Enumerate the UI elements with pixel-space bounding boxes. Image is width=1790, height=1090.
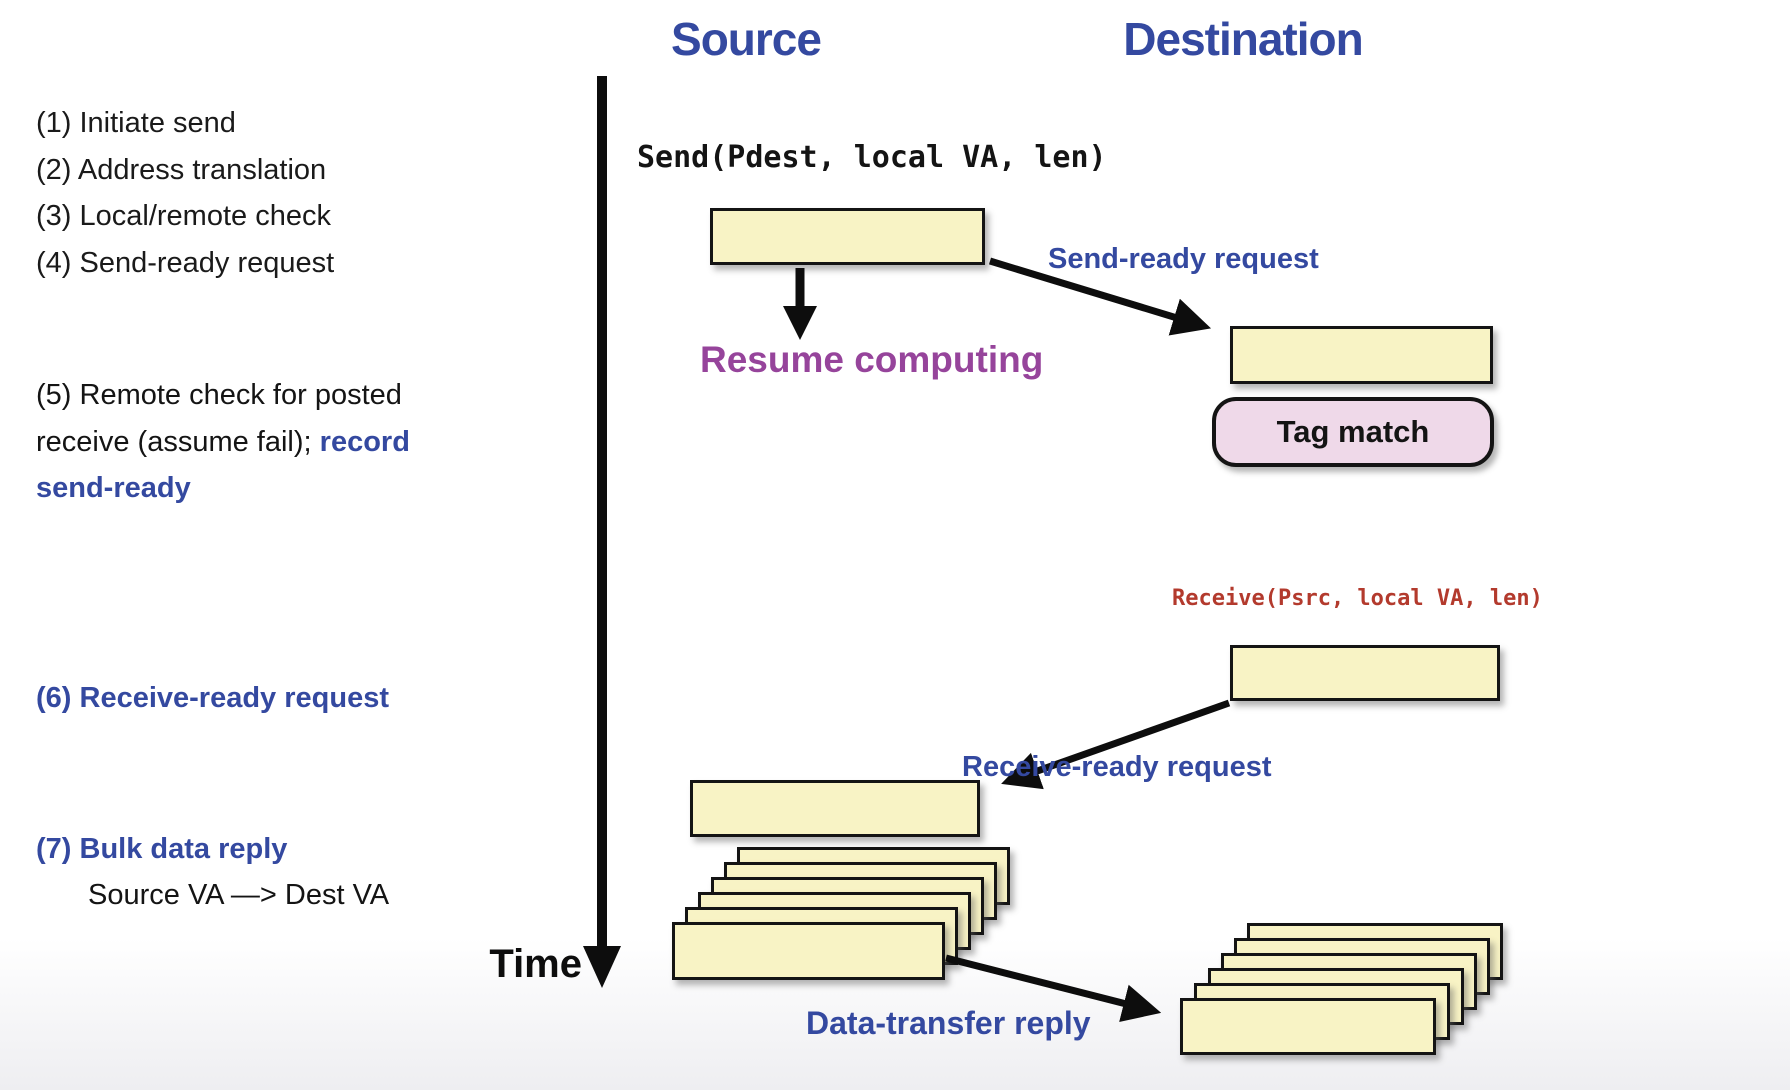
resume-computing-label: Resume computing: [700, 339, 1044, 380]
data-transfer-label: Data-transfer reply: [806, 1005, 1091, 1041]
protocol-step-list: (1) Initiate send (2) Address translatio…: [36, 100, 334, 286]
send-call-label: Send(Pdest, local VA, len): [637, 140, 1107, 175]
packet-box: [1180, 998, 1436, 1055]
destination-process-box-2: [1230, 645, 1500, 701]
resume-arrowhead-icon: [783, 306, 817, 340]
receive-ready-label: Receive-ready request: [962, 751, 1272, 783]
receive-ready-arrow: [1001, 699, 1231, 790]
step-7-detail: Source VA —> Dest VA: [88, 879, 390, 911]
destination-column-header: Destination: [1123, 13, 1363, 65]
step-item-1: (1) Initiate send: [36, 107, 236, 139]
step-5-note: (5) Remote check for posted receive (ass…: [36, 372, 488, 512]
source-column-header: Source: [671, 13, 822, 65]
destination-process-box-1: [1230, 326, 1493, 384]
source-process-box-2: [690, 780, 980, 837]
step-item-2: (2) Address translation: [36, 153, 327, 186]
step-6-note: (6) Receive-ready request: [36, 682, 389, 714]
tag-match-box: Tag match: [1212, 397, 1494, 467]
time-label: Time: [489, 942, 582, 986]
send-ready-arrow: [988, 257, 1212, 336]
send-ready-label: Send-ready request: [1048, 243, 1319, 275]
tag-match-label: Tag match: [1276, 414, 1430, 449]
receive-call-label: Receive(Psrc, local VA, len): [1172, 586, 1543, 611]
step-5-emphasis: record send-ready: [36, 425, 410, 505]
time-axis-arrowhead-icon: [583, 946, 621, 988]
packet-box: [672, 922, 945, 980]
step-7-note: (7) Bulk data reply: [36, 833, 288, 865]
step-item-3: (3) Local/remote check: [36, 200, 331, 232]
step-5-text: (5) Remote check for posted receive (ass…: [36, 379, 402, 458]
data-transfer-arrow: [945, 954, 1162, 1022]
step-item-4: (4) Send-ready request: [36, 246, 335, 279]
source-process-box-1: [710, 208, 985, 265]
